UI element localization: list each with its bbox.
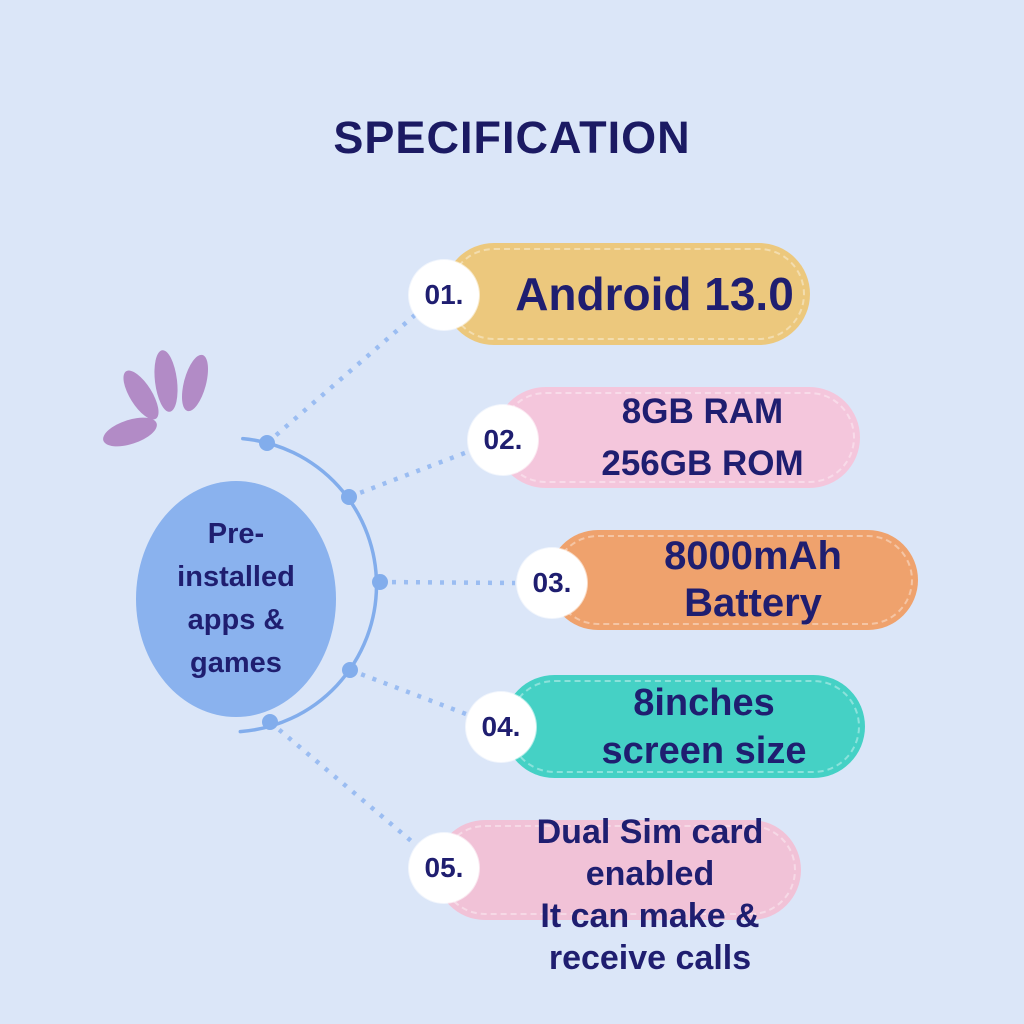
spec-item-memory: 02. 8GB RAM 256GB ROM [468,386,860,490]
spec-item-text: Android 13.0 [443,267,810,321]
spec-line: receive calls [548,939,752,977]
spec-line: 256GB ROM [601,443,804,483]
center-topic-circle: Pre- installed apps & games [136,481,336,717]
item-number-badge: 04. [466,692,536,762]
page-title: SPECIFICATION [333,112,691,163]
item-number-badge: 03. [517,548,587,618]
spec-line: Dual Sim card [536,813,764,851]
spec-item-sim: 05. Dual Sim card enabled It can make & … [409,813,801,977]
center-topic-line: Pre- [207,518,265,550]
center-topic-line: installed [177,561,295,593]
spec-item-android: 01. Android 13.0 [409,243,810,345]
spec-line: 8GB RAM [621,391,784,431]
item-number: 02. [483,424,523,455]
spec-line: 8000mAh [664,534,842,578]
spec-item-text: 8000mAh Battery [548,533,918,627]
spec-line: screen size [601,729,807,772]
spec-line: Android 13.0 [515,268,794,320]
item-number: 01. [424,279,464,310]
spec-line: enabled [585,855,715,893]
spec-item-screen: 04. 8inches screen size [466,675,865,778]
center-topic-line: games [190,647,282,679]
spec-line: 8inches [633,681,775,724]
spec-line: Battery [684,581,822,625]
spec-line: It can make & [540,897,760,935]
spec-item-text: 8GB RAM 256GB ROM [495,386,860,490]
spec-item-text: 8inches screen size [503,679,865,775]
item-number: 05. [424,852,464,883]
item-number-badge: 05. [409,833,479,903]
spec-item-battery: 03. 8000mAh Battery [517,530,918,630]
item-number: 03. [532,567,572,598]
item-number-badge: 01. [409,260,479,330]
item-number: 04. [481,711,521,742]
item-number-badge: 02. [468,405,538,475]
petals-icon [103,350,209,447]
spec-item-text: Dual Sim card enabled It can make & rece… [485,811,815,979]
center-topic-line: apps & [187,604,285,636]
